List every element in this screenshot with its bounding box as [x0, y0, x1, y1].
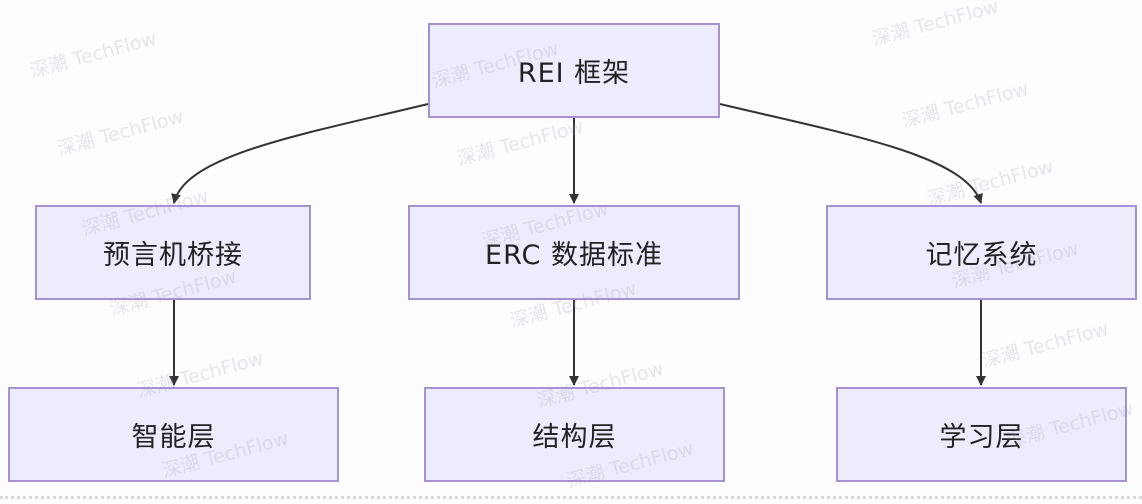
node-memory-system: 记忆系统	[826, 205, 1137, 300]
node-erc-data-standard: ERC 数据标准	[408, 205, 740, 300]
node-learning-layer: 学习层	[836, 387, 1127, 482]
bottom-dotted-divider	[0, 496, 1142, 499]
node-intelligence-layer: 智能层	[8, 387, 339, 482]
edge-root-to-oracle-bridge	[171, 103, 429, 204]
edge-root-to-memory-system	[719, 103, 983, 204]
node-structure-layer: 结构层	[424, 387, 725, 482]
node-oracle-bridge: 预言机桥接	[35, 205, 311, 300]
node-rei-framework: REI 框架	[428, 23, 720, 118]
